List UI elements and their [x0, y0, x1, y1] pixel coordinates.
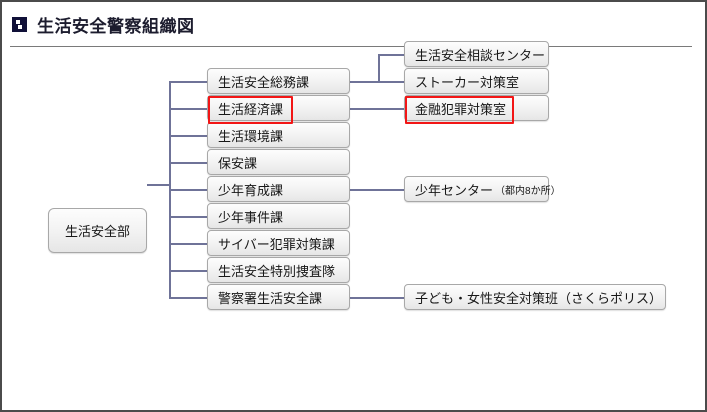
node-shonen-center[interactable]: 少年センター （都内8か所） [404, 176, 561, 202]
page-header: 生活安全警察組織図 [2, 2, 705, 46]
node-label: ストーカー対策室 [415, 74, 520, 90]
node-shonen-ikuseika[interactable]: 少年育成課 [207, 176, 350, 202]
node-label: 警察署生活安全課 [218, 290, 323, 306]
node-stalker-taisakushitsu[interactable]: ストーカー対策室 [404, 68, 549, 94]
node-label: 生活安全相談センター [415, 47, 546, 63]
page-title: 生活安全警察組織図 [37, 16, 195, 36]
connector-m1-subtrunk [378, 54, 380, 83]
connector-m2-r3 [350, 108, 404, 110]
play-square-icon [12, 16, 27, 32]
node-hoanka[interactable]: 保安課 [207, 149, 350, 175]
connector-root-to-trunk [147, 184, 171, 186]
connector-m5-r4 [350, 189, 404, 191]
connector-m8-r5 [350, 297, 404, 299]
node-seikatsu-keizaika[interactable]: 生活経済課 [207, 95, 350, 121]
node-note: （都内8か所） [495, 185, 561, 197]
node-kodomo-josei-anzen-taisakuhan[interactable]: 子ども・女性安全対策班（さくらポリス） [404, 284, 666, 310]
connector-trunk-m8 [169, 270, 207, 272]
node-label: サイバー犯罪対策課 [218, 236, 335, 252]
node-label: 少年育成課 [218, 182, 284, 198]
node-label: 生活安全総務課 [218, 74, 310, 90]
connector-trunk-m5 [169, 189, 207, 191]
node-label: 保安課 [218, 155, 258, 171]
connector-trunk-m3 [169, 135, 207, 137]
connector-trunk-m2 [169, 108, 207, 110]
header-divider [10, 46, 692, 47]
node-seikatsu-kankyoka[interactable]: 生活環境課 [207, 122, 350, 148]
node-label: 生活経済課 [218, 101, 284, 117]
node-root[interactable]: 生活安全部 [48, 208, 147, 253]
node-seikatsu-anzen-somuka[interactable]: 生活安全総務課 [207, 68, 350, 94]
connector-trunk-m7 [169, 243, 207, 245]
node-label: 生活環境課 [218, 128, 284, 144]
node-label: 金融犯罪対策室 [415, 101, 507, 117]
node-cyber-hanzai-taisakuka[interactable]: サイバー犯罪対策課 [207, 230, 350, 256]
node-label: 子ども・女性安全対策班（さくらポリス） [415, 290, 663, 306]
node-kinyu-hanzai-taisakushitsu[interactable]: 金融犯罪対策室 [404, 95, 549, 121]
connector-trunk-m4 [169, 162, 207, 164]
connector-trunk-m1 [169, 81, 207, 83]
connector-m1-r2 [378, 81, 404, 83]
connector-trunk-m8-end [169, 297, 207, 299]
node-label: 生活安全特別捜査隊 [218, 263, 336, 279]
node-label: 少年センター [415, 182, 494, 198]
org-chart: 生活安全部 生活安全総務課 生活経済課 生活環境課 保安課 少年育成課 少年事件… [2, 41, 705, 410]
node-seikatsu-anzen-sodan-center[interactable]: 生活安全相談センター [404, 41, 549, 67]
connector-trunk-m6 [169, 216, 207, 218]
node-shonen-jikenka[interactable]: 少年事件課 [207, 203, 350, 229]
node-label: 少年事件課 [218, 209, 284, 225]
node-root-label: 生活安全部 [64, 224, 130, 239]
connector-m1-r1 [378, 54, 404, 56]
node-keisatsusho-seikatsu-anzenka[interactable]: 警察署生活安全課 [207, 284, 350, 310]
connector-m1-out [350, 81, 380, 83]
node-seikatsu-anzen-tokubetsu-sosatai[interactable]: 生活安全特別捜査隊 [207, 257, 350, 283]
